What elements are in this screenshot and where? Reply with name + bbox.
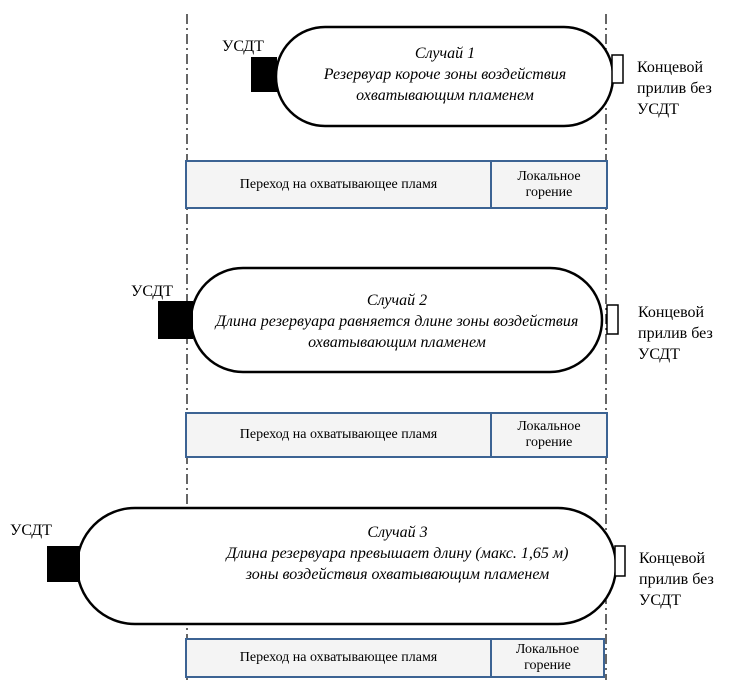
- case-2-text: Случай 2 Длина резервуара равняется длин…: [207, 290, 587, 353]
- zone-local-case-2: Локальное горение: [517, 419, 581, 450]
- usdt-label-case-1: УСДТ: [222, 38, 264, 55]
- usdt-label-case-3: УСДТ: [10, 522, 52, 539]
- end-boss-case-2: [606, 304, 619, 335]
- zone-engulfing-case-3: Переход на охватывающее пламя: [187, 640, 492, 676]
- zone-engulfing-case-2: Переход на охватывающее пламя: [187, 414, 492, 456]
- flame-zone-bar-case-2: Переход на охватывающее пламя Локальное …: [185, 412, 608, 458]
- valve-usdt-case-3: [47, 546, 80, 582]
- end-boss-label-case-3: Концевой прилив без УСДТ: [639, 550, 714, 609]
- case-1-text: Случай 1 Резервуар короче зоны воздейств…: [290, 43, 600, 106]
- case-2-description: Длина резервуара равняется длине зоны во…: [215, 313, 579, 351]
- zone-local-case-1: Локальное горение: [517, 168, 581, 200]
- flame-zone-bar-case-3: Переход на охватывающее пламя Локальное …: [185, 638, 605, 678]
- zone-engulfing-case-1: Переход на охватывающее пламя: [187, 162, 492, 207]
- case-3-title: Случай 3: [367, 524, 428, 541]
- valve-usdt-case-1: [251, 57, 277, 92]
- end-boss-label-case-1: Концевой прилив без УСДТ: [637, 59, 712, 118]
- case-1-description: Резервуар короче зоны воздействия охваты…: [323, 66, 567, 104]
- end-boss-case-3: [614, 545, 626, 577]
- case-2-title: Случай 2: [366, 292, 428, 309]
- valve-usdt-case-2: [158, 301, 193, 339]
- case-3-text: Случай 3 Длина резервуара превышает длин…: [215, 522, 580, 585]
- zone-local-case-3: Локальное горение: [515, 642, 580, 673]
- end-boss-case-1: [611, 54, 624, 84]
- flame-zone-bar-case-1: Переход на охватывающее пламя Локальное …: [185, 160, 608, 209]
- case-1-title: Случай 1: [414, 45, 476, 62]
- usdt-label-case-2: УСДТ: [131, 283, 173, 300]
- case-3-description: Длина резервуара превышает длину (макс. …: [226, 545, 569, 583]
- end-boss-label-case-2: Концевой прилив без УСДТ: [638, 304, 713, 363]
